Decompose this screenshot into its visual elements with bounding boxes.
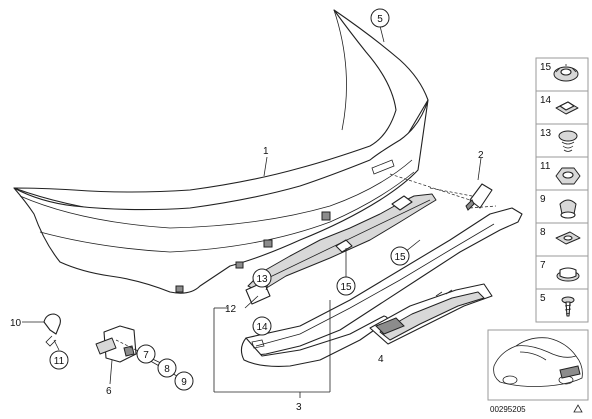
panel-label-0: 15: [540, 62, 552, 73]
screw-icon: [561, 296, 575, 317]
callout-7-circle: [136, 344, 156, 364]
callout-1: 1: [263, 146, 269, 157]
callout-11-circle: [49, 350, 69, 370]
grommet-icon: [556, 267, 580, 282]
retaining-clip: [43, 313, 61, 347]
exhaust-trim-insert: [369, 283, 493, 345]
triangle-icon: [573, 404, 583, 413]
spring-nut-icon: [558, 130, 578, 152]
callout-3: 3: [296, 402, 302, 413]
callout-5-circle: [370, 8, 390, 28]
panel-label-5: 8: [540, 227, 546, 238]
callouts: 1 5 2 15 15 13 12 14 4 3 10 11 6 7 8 9: [10, 8, 484, 413]
callout-6: 6: [106, 386, 112, 397]
callout-2: 2: [478, 150, 484, 161]
callout-12: 12: [225, 304, 237, 315]
callout-8-circle: [157, 358, 177, 378]
side-bracket: [95, 325, 137, 363]
fastener-panel: 15 14 13 11 9 8 7 5: [535, 57, 589, 323]
callout-10: 10: [10, 318, 22, 329]
leader-lines: [22, 25, 482, 398]
plate-nut-icon: [555, 231, 581, 245]
panel-label-7: 5: [540, 293, 546, 304]
callout-15-circle-a: [390, 246, 410, 266]
diagram-code: 00295205: [490, 405, 526, 414]
callout-15a: 15: [394, 252, 406, 263]
bumper-panel: [13, 9, 429, 294]
callout-14-circle: [252, 316, 272, 336]
callout-15-circle-b: [336, 276, 356, 296]
panel-label-4: 9: [540, 194, 546, 205]
callout-7: 7: [143, 350, 149, 361]
callout-8: 8: [164, 364, 170, 375]
callout-5: 5: [377, 14, 383, 25]
callout-9-circle: [174, 371, 194, 391]
panel-label-6: 7: [540, 260, 546, 271]
callout-15b: 15: [340, 282, 352, 293]
callout-11: 11: [54, 356, 65, 367]
callout-13: 13: [256, 274, 268, 285]
bumper-carrier-bracket: [245, 193, 437, 305]
callout-13-circle: [252, 268, 272, 288]
plastic-nut-icon: [559, 199, 577, 219]
callout-9: 9: [181, 377, 187, 388]
clip-nut-icon: [555, 101, 579, 115]
hex-nut-icon: [555, 167, 581, 185]
reflector-part: [465, 183, 493, 211]
callout-14: 14: [256, 322, 268, 333]
vehicle-thumbnail: [487, 329, 589, 401]
panel-label-1: 14: [540, 95, 552, 106]
panel-label-2: 13: [540, 128, 552, 139]
panel-label-3: 11: [540, 161, 551, 172]
expanding-nut-icon: [553, 64, 579, 82]
callout-4: 4: [378, 354, 384, 365]
bumper-lower-trim: [240, 207, 523, 367]
